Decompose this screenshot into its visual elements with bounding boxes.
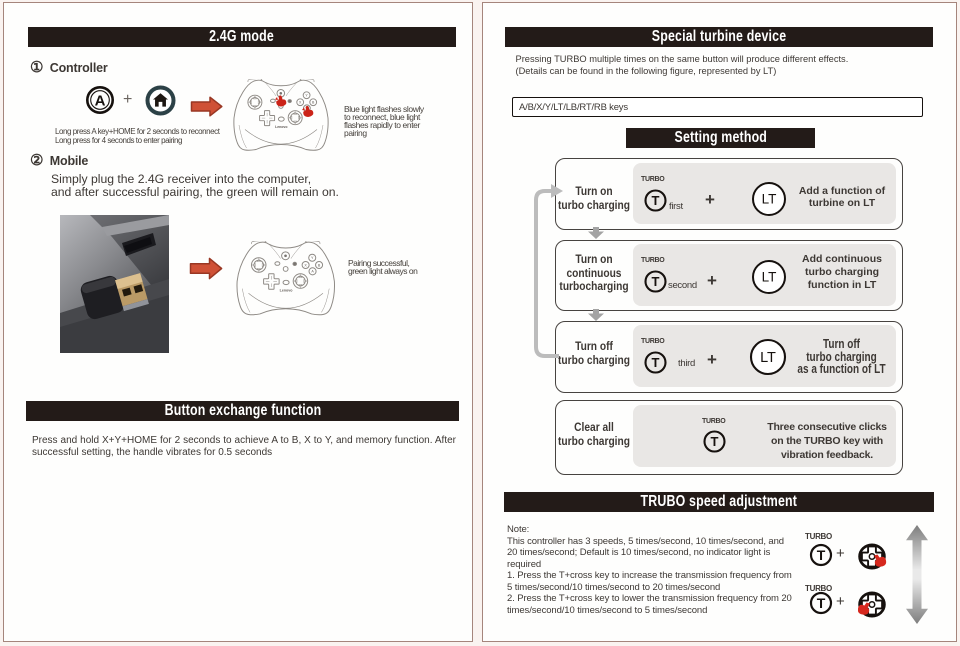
svg-text:LT: LT: [762, 270, 777, 285]
svg-text:A: A: [94, 92, 105, 109]
svg-text:T: T: [817, 595, 826, 611]
svg-text:T: T: [711, 434, 719, 449]
svg-text:LT: LT: [760, 350, 776, 366]
svg-text:T: T: [652, 355, 660, 370]
svg-text:T: T: [817, 547, 826, 563]
svg-text:LT: LT: [762, 192, 777, 207]
svg-text:T: T: [652, 274, 660, 289]
svg-text:T: T: [652, 193, 660, 208]
